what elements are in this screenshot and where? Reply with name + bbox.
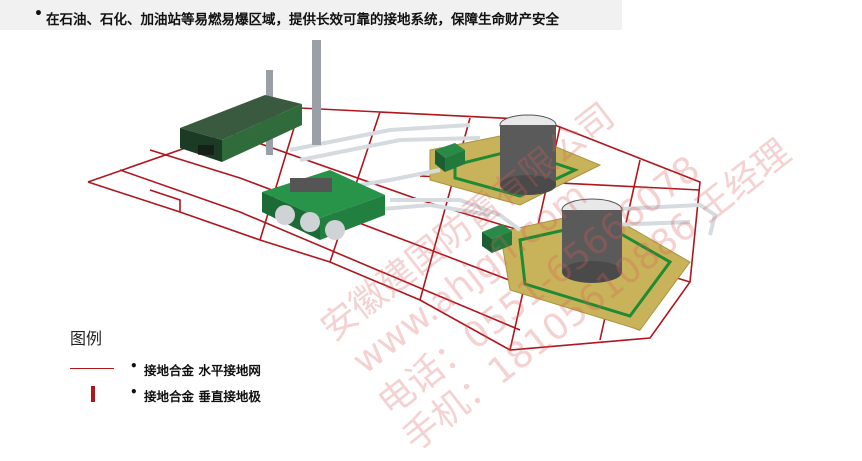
storage-tank-upper xyxy=(499,114,557,195)
header-bullet: • xyxy=(34,6,43,22)
storage-tank-lower xyxy=(561,198,623,283)
control-boxes xyxy=(435,143,512,253)
header-bar: • 在石油、石化、加油站等易燃易爆区域，提供长效可靠的接地系统，保障生命财产安全 xyxy=(0,0,622,30)
legend-label: 接地合金 垂直接地极 xyxy=(144,389,261,404)
legend-label: 接地合金 水平接地网 xyxy=(144,363,261,378)
vertical-bar-icon xyxy=(91,386,95,402)
header-text: 在石油、石化、加油站等易燃易爆区域，提供长效可靠的接地系统，保障生命财产安全 xyxy=(46,12,559,28)
grounding-scene-illustration xyxy=(87,40,718,351)
legend-title: 图例 xyxy=(70,329,103,348)
middle-building xyxy=(262,170,385,240)
left-building xyxy=(180,95,302,162)
legend-bullet: • xyxy=(130,359,138,373)
legend-bullet: • xyxy=(130,385,138,399)
pipes xyxy=(289,123,718,236)
horizontal-line-icon xyxy=(70,368,114,369)
